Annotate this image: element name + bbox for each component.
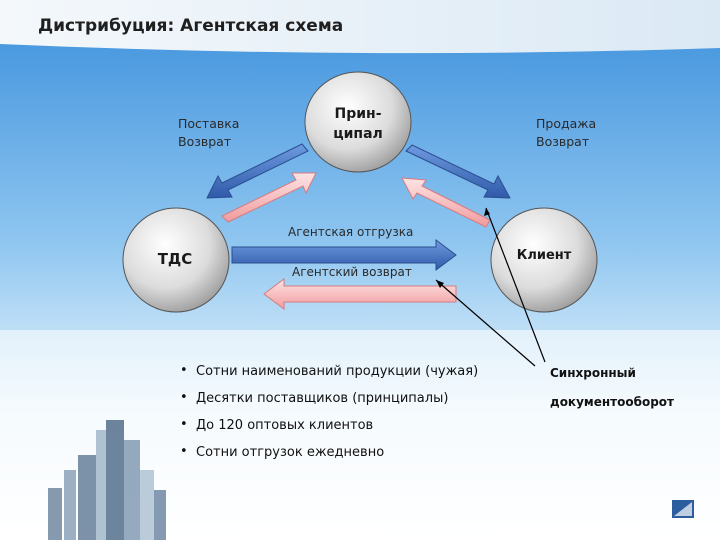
arrow-agent-return (263, 278, 457, 310)
connector-line (435, 279, 536, 367)
client-label: Клиент (516, 248, 572, 263)
supply-return-left: Поставка Возврат (178, 116, 240, 149)
sale-return-right: Продажа Возврат (536, 116, 597, 149)
bullet-icon: • (180, 390, 188, 405)
bullet-icon: • (180, 417, 188, 432)
sync-note-line1: Синхронный (550, 366, 636, 380)
node-client (490, 207, 598, 313)
node-principal (304, 71, 412, 173)
arrow-agent-shipment (231, 239, 457, 271)
agent-return-label: Агентский возврат (292, 265, 412, 279)
bullet-list: •Сотни наименований продукции (чужая) •Д… (180, 363, 479, 472)
bullet-icon: • (180, 363, 188, 378)
city-skyline-image (48, 420, 166, 540)
list-item: •Сотни отгрузок ежедневно (180, 444, 385, 460)
principal-label: Прин- ципал (333, 106, 383, 142)
connector-line (485, 207, 546, 363)
arrow-principal-to-tds (206, 143, 309, 199)
arrow-principal-to-client (405, 144, 511, 199)
arrow-tds-to-principal (221, 172, 317, 223)
list-item: •До 120 оптовых клиентов (180, 417, 374, 433)
page-title: Дистрибуция: Агентская схема (38, 16, 344, 36)
tds-label: ТДС (157, 250, 193, 268)
agent-shipment-label: Агентская отгрузка (288, 225, 414, 239)
bullet-icon: • (180, 444, 188, 459)
arrow-client-to-principal (401, 177, 491, 228)
sync-note-line2: документооборот (550, 395, 674, 409)
node-tds (122, 207, 230, 313)
list-item: •Десятки поставщиков (принципалы) (180, 390, 449, 406)
list-item: •Сотни наименований продукции (чужая) (180, 363, 479, 379)
